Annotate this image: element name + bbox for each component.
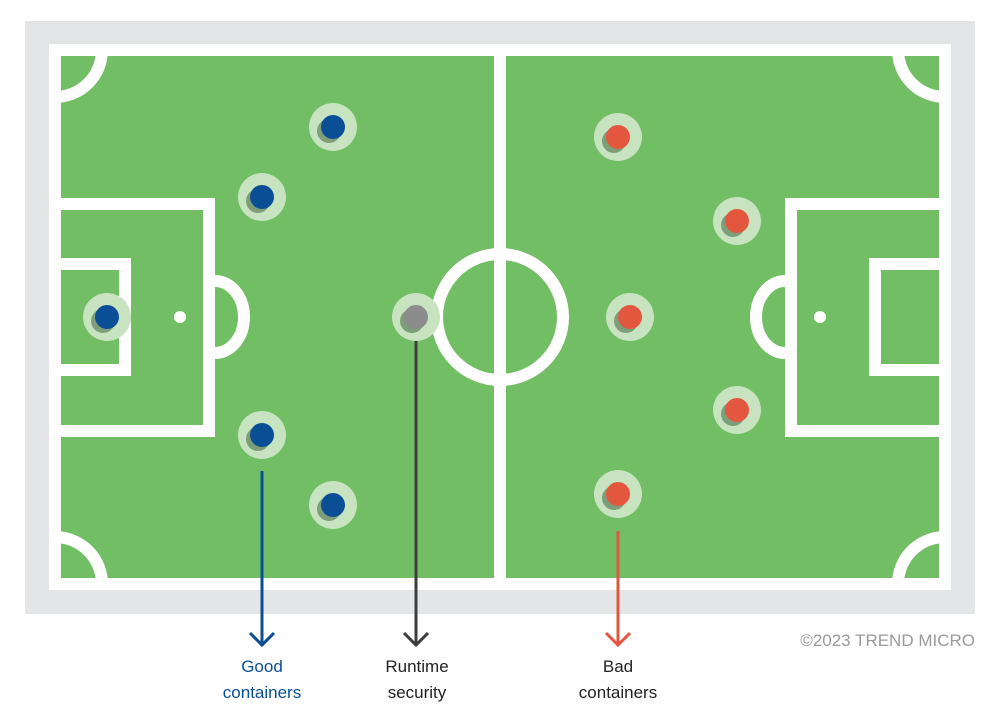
player-good-5 (309, 481, 357, 529)
players (83, 103, 761, 529)
pointer-arrows (248, 341, 632, 648)
player-good-1 (309, 103, 357, 151)
player-bad-5 (594, 470, 642, 518)
corner-arc-top-left (54, 49, 108, 103)
runtime-security-line2: security (387, 683, 447, 702)
bad-containers-arrow (604, 531, 632, 648)
field-markings (49, 44, 951, 590)
bad-containers-label: Bad containers (538, 654, 698, 706)
player-good-2 (238, 173, 286, 221)
good-containers-label: Good containers (182, 654, 342, 706)
right-goal-box (869, 258, 951, 376)
left-penalty-arc (214, 275, 250, 359)
corner-arc-bottom-left (54, 531, 108, 585)
player-good-4 (238, 411, 286, 459)
left-penalty-spot (174, 311, 186, 323)
player-bad-4 (713, 386, 761, 434)
player-bad-2 (713, 197, 761, 245)
player-good-3 (83, 293, 131, 341)
right-penalty-arc (750, 275, 786, 359)
player-runtime (392, 293, 440, 341)
copyright-notice: ©2023 TREND MICRO (800, 631, 975, 650)
player-bad-1 (594, 113, 642, 161)
good-containers-arrow (248, 471, 276, 648)
corner-arc-bottom-right (892, 531, 946, 585)
corner-arc-top-right (892, 49, 946, 103)
bad-containers-line2: containers (578, 683, 658, 702)
runtime-security-line1: Runtime (385, 657, 449, 676)
runtime-security-arrow (402, 341, 430, 648)
good-containers-line1: Good (241, 657, 283, 676)
good-containers-line2: containers (222, 683, 302, 702)
runtime-security-label: Runtime security (337, 654, 497, 706)
right-penalty-spot (814, 311, 826, 323)
bad-containers-line1: Bad (602, 657, 634, 676)
player-bad-3 (606, 293, 654, 341)
